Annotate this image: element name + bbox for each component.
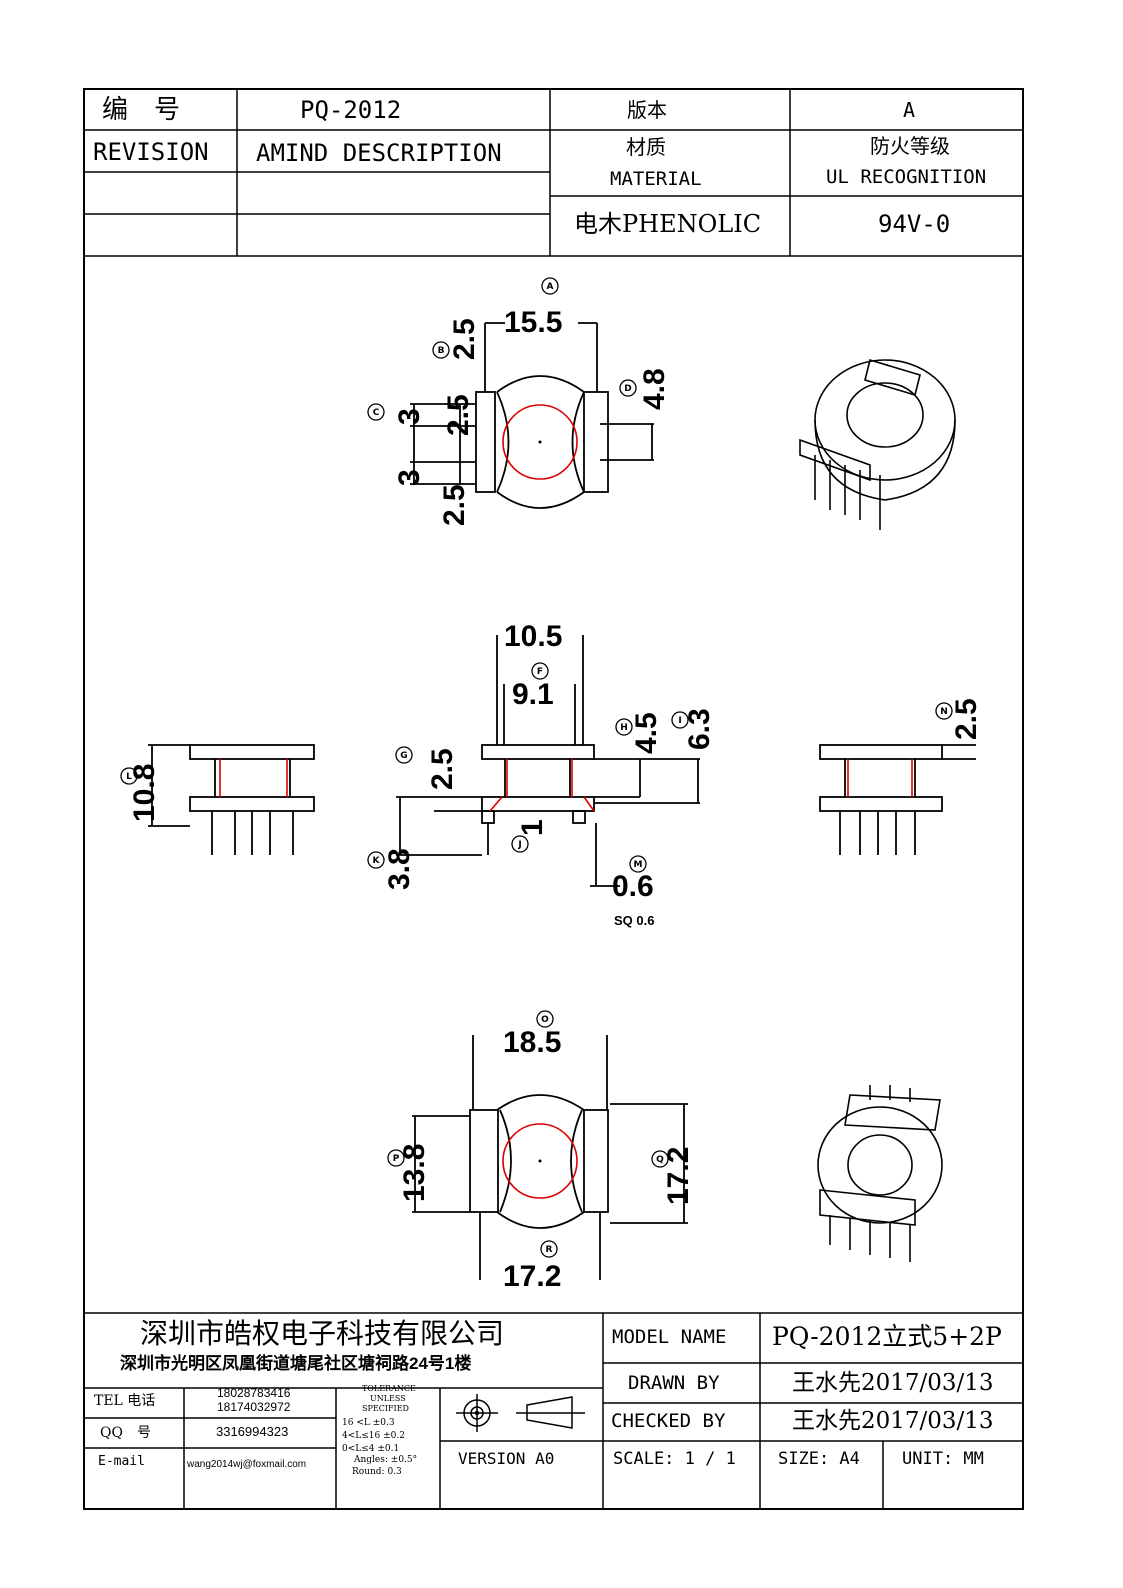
ul-value: 94V-0 bbox=[878, 210, 951, 238]
dim-A: 15.5 bbox=[504, 306, 563, 339]
dim-M-note: SQ 0.6 bbox=[614, 913, 655, 928]
bottom-view-core-circle bbox=[502, 1123, 578, 1199]
number-value: PQ-2012 bbox=[300, 96, 402, 124]
dim-M: 0.6 bbox=[612, 870, 654, 903]
side-view-drawing bbox=[396, 635, 700, 887]
version-value: A bbox=[903, 98, 916, 122]
tolerance-row-3: 0<L≤4 ±0.1 bbox=[342, 1444, 400, 1454]
marker-P: P bbox=[393, 1154, 400, 1164]
drawn-by-value: 王水先2017/03/13 bbox=[792, 1370, 994, 1396]
qq-value: 3316994323 bbox=[216, 1424, 289, 1439]
marker-F: F bbox=[537, 667, 543, 677]
marker-H: H bbox=[620, 723, 628, 733]
number-label: 编 号 bbox=[102, 95, 181, 125]
model-name-label: MODEL NAME bbox=[612, 1326, 727, 1348]
marker-N: N bbox=[940, 707, 948, 717]
ul-label-en: UL RECOGNITION bbox=[826, 166, 987, 188]
tel-1: 18028783416 bbox=[217, 1386, 291, 1400]
material-label-cn: 材质 bbox=[626, 135, 666, 159]
paper-size: SIZE: A4 bbox=[778, 1449, 860, 1469]
bottom-view-drawing bbox=[412, 1035, 688, 1280]
title-block-grid bbox=[84, 1312, 1023, 1509]
top-view-core-circle bbox=[502, 404, 578, 480]
tolerance-title-1: TOLERANCE bbox=[362, 1384, 416, 1393]
projection-symbol bbox=[456, 1394, 585, 1432]
email-value: wang2014wj@foxmail.com bbox=[187, 1459, 307, 1470]
marker-Q: Q bbox=[656, 1155, 664, 1165]
email-label: E-mail bbox=[98, 1454, 145, 1469]
tel-label: TEL 电话 bbox=[94, 1393, 156, 1409]
marker-D: D bbox=[624, 384, 631, 394]
revision-label: REVISION bbox=[93, 138, 209, 166]
drawn-by-label: DRAWN BY bbox=[628, 1372, 720, 1394]
marker-R: R bbox=[546, 1245, 553, 1255]
tolerance-title-3: SPECIFIED bbox=[362, 1404, 409, 1413]
tolerance-row-1: 16 <L ±0.3 bbox=[342, 1418, 395, 1428]
tel-2: 18174032972 bbox=[217, 1400, 291, 1414]
scale: SCALE: 1 / 1 bbox=[613, 1449, 736, 1469]
isometric-view-top bbox=[799, 358, 956, 530]
dim-R: 17.2 bbox=[503, 1260, 562, 1293]
marker-A: A bbox=[547, 282, 554, 292]
right-view-drawing bbox=[819, 744, 976, 855]
qq-label: QQ 号 bbox=[100, 1425, 151, 1441]
marker-K: K bbox=[373, 856, 381, 866]
tolerance-angles: Angles: ±0.5° bbox=[354, 1455, 418, 1465]
tolerance-title-2: UNLESS bbox=[370, 1394, 406, 1403]
unit: UNIT: MM bbox=[902, 1449, 984, 1469]
model-name-value: PQ-2012立式5+2P bbox=[772, 1322, 1002, 1351]
marker-B: B bbox=[438, 346, 445, 356]
checked-by-value: 王水先2017/03/13 bbox=[792, 1408, 994, 1434]
tolerance-row-2: 4<L≤16 ±0.2 bbox=[342, 1431, 405, 1441]
header-grid bbox=[84, 89, 1023, 257]
isometric-view-bottom bbox=[817, 1085, 943, 1262]
dim-O: 18.5 bbox=[503, 1026, 562, 1059]
left-view-drawing bbox=[148, 744, 315, 855]
material-value: 电木PHENOLIC bbox=[574, 210, 762, 238]
checked-by-label: CHECKED BY bbox=[611, 1410, 726, 1432]
marker-G: G bbox=[400, 751, 407, 761]
version-info: VERSION A0 bbox=[458, 1449, 555, 1468]
dim-E: 10.5 bbox=[504, 620, 563, 653]
marker-C: C bbox=[373, 408, 380, 418]
top-view-drawing bbox=[410, 322, 654, 509]
marker-O: O bbox=[541, 1015, 549, 1025]
marker-M: M bbox=[634, 860, 643, 870]
dim-F: 9.1 bbox=[512, 678, 554, 711]
amend-description-label: AMIND DESCRIPTION bbox=[256, 139, 502, 167]
marker-J: J bbox=[517, 840, 521, 850]
material-label-en: MATERIAL bbox=[610, 168, 702, 190]
marker-I: I bbox=[678, 716, 681, 726]
outer-border bbox=[83, 88, 1024, 1510]
tolerance-round: Round: 0.3 bbox=[352, 1467, 402, 1477]
marker-L: L bbox=[126, 772, 132, 782]
ul-label-cn: 防火等级 bbox=[870, 134, 950, 158]
version-label: 版本 bbox=[627, 98, 667, 122]
company-name: 深圳市皓权电子科技有限公司 bbox=[140, 1317, 505, 1350]
company-address: 深圳市光明区凤凰街道塘尾社区塘祠路24号1楼 bbox=[120, 1354, 472, 1373]
